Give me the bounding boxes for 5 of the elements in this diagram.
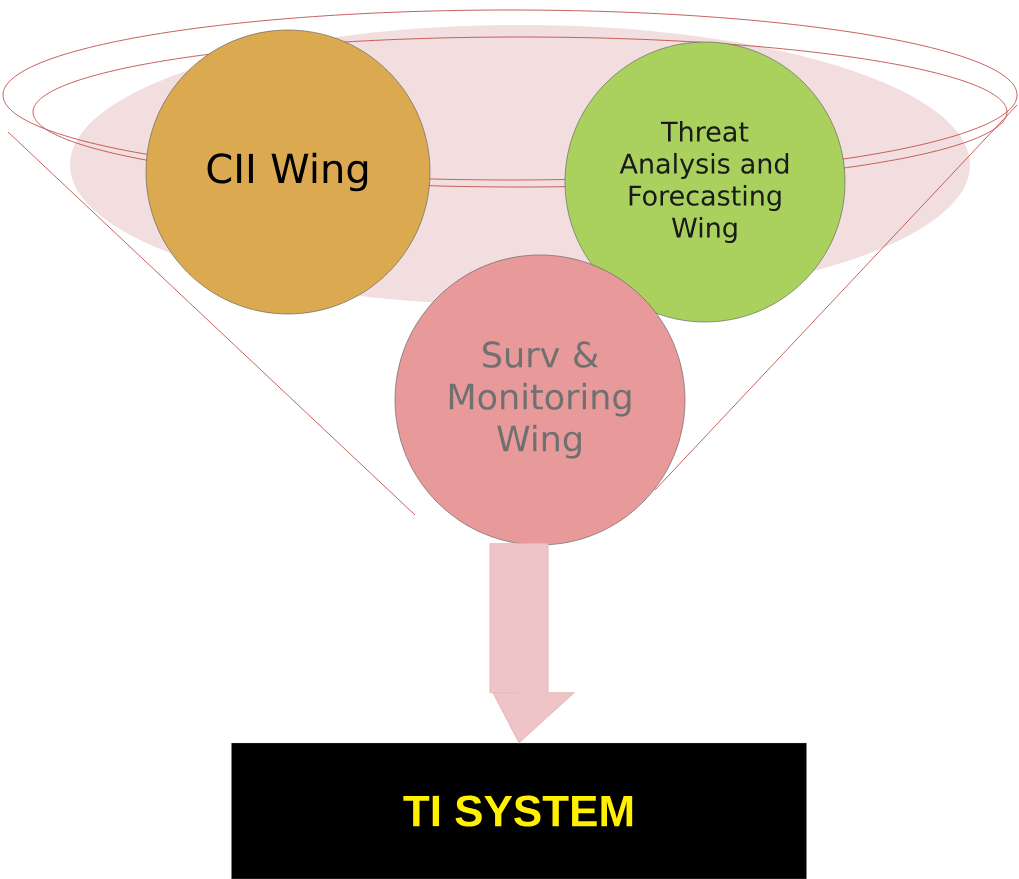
circle-node: Threat Analysis and Forecasting Wing — [564, 41, 846, 323]
arrow — [489, 543, 575, 744]
system-box: TI SYSTEM — [231, 742, 807, 879]
circle-node: CII Wing — [145, 29, 431, 315]
circle-node: Surv & Monitoring Wing — [394, 254, 686, 546]
